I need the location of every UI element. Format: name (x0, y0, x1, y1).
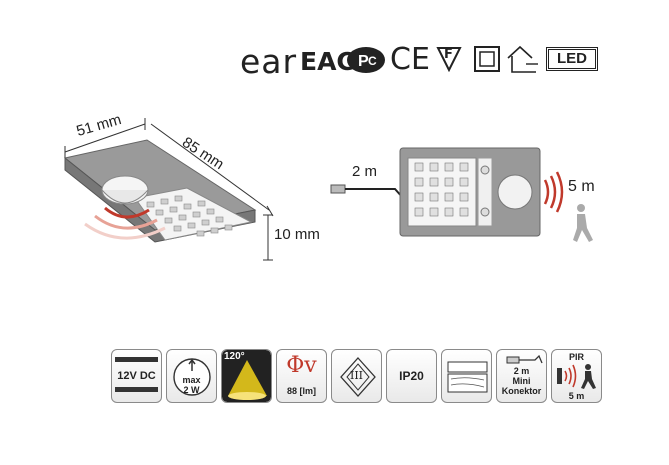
protection-class-label: III (349, 369, 364, 382)
max-power-tile: max 2 W (166, 349, 217, 403)
length-dimension-line (150, 123, 270, 211)
class-ii-icon (474, 46, 500, 72)
max-power-line2: 2 W (183, 385, 200, 395)
eac-logo-icon: ear (240, 42, 298, 81)
sensor-wave-1 (104, 206, 150, 219)
luminous-flux-tile: Φv 88 [lm] (276, 349, 327, 403)
max-power-line1: max (182, 375, 201, 385)
connector-line2: Mini (512, 376, 531, 386)
height-label: 10 mm (274, 226, 320, 243)
f-mark-icon (436, 47, 462, 72)
ip-rating-tile: IP20 (386, 349, 437, 403)
pir-tile: PIR 5 m (551, 349, 602, 403)
front-sensor-wave-3 (555, 171, 564, 213)
flux-value: 88 [lm] (286, 386, 316, 396)
eac-cyrillic-mark: EAC (300, 47, 355, 76)
svg-text:C: C (368, 54, 377, 68)
connector-line1: 2 m (513, 366, 530, 376)
pir-label: PIR (568, 352, 584, 362)
pir-motion-icon (557, 364, 596, 389)
front-led-chips (414, 162, 469, 217)
class-iii-diamond-icon (340, 357, 376, 397)
width-dimension-line (64, 123, 146, 153)
person-walking-icon (573, 204, 593, 242)
beam-cone-icon (228, 360, 267, 400)
ip-rating-label: IP20 (399, 369, 424, 383)
voltage-label: 12V DC (117, 370, 156, 382)
installation-icon (507, 45, 538, 73)
svg-text:P: P (358, 53, 369, 70)
front-sensor-wave-1 (543, 179, 550, 205)
mini-connector-icon (506, 354, 543, 364)
led-badge-icon: LED (546, 47, 598, 71)
beam-angle-label: 120° (224, 351, 245, 362)
f-mark-letter: F (444, 47, 453, 62)
pir-range-label: 5 m (568, 178, 595, 195)
connector-line3: Konektor (501, 386, 542, 396)
flux-symbol: Φv (286, 353, 317, 378)
led-chips (146, 195, 233, 237)
sensor-wave-2 (94, 214, 158, 230)
certification-row: ear EAC P C CE F LED (240, 42, 600, 81)
product-front-view (330, 147, 593, 242)
cable-length-label: 2 m (352, 163, 378, 180)
protection-class-tile: III (331, 349, 382, 403)
cable (345, 188, 404, 199)
connector-tile: 2 m Mini Konektor (496, 349, 547, 403)
screw-strip (477, 157, 493, 227)
voltage-tile: 12V DC (111, 349, 162, 403)
ce-mark-icon: CE (390, 42, 430, 77)
power-gauge-icon (173, 358, 211, 396)
gost-r-icon: P C (347, 47, 385, 73)
pir-sensor-lens (497, 174, 533, 210)
sensor-wave-3 (84, 222, 166, 240)
beam-angle-tile: 120° (221, 349, 272, 403)
front-sensor-wave-2 (549, 175, 557, 209)
led-badge-text: LED (557, 50, 587, 67)
pir-range-tile-label: 5 m (568, 391, 585, 401)
product-3d-view (63, 118, 274, 261)
mounting-surface-tile (441, 349, 492, 403)
wood-surface-icon (447, 361, 488, 393)
mini-connector (330, 184, 346, 194)
